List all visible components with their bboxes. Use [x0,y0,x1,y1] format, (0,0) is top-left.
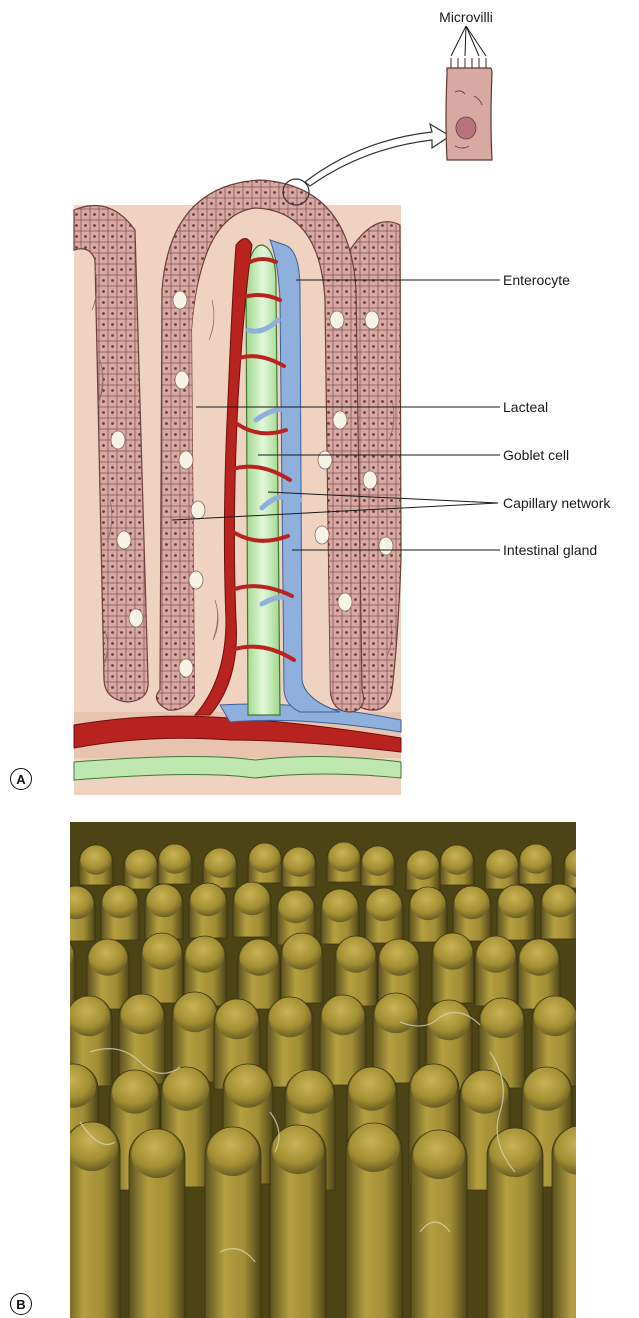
label-microvilli: Microvilli [439,9,493,25]
villus [205,1127,261,1318]
villus [70,1122,120,1318]
villus [541,884,576,939]
villus [281,933,323,1003]
villus [487,1128,543,1318]
villus [79,845,113,885]
villus [440,845,474,885]
lacteal [246,245,280,715]
villus [119,994,165,1084]
sem-micrograph [70,822,576,1318]
villus [129,1129,185,1318]
villus [409,887,447,942]
label-intestinal-gland: Intestinal gland [503,542,597,558]
villus [70,886,95,941]
sem-image [70,822,576,1318]
villus [406,850,440,890]
villus [248,843,282,883]
villus [321,889,359,944]
villus [233,882,271,937]
label-lacteal: Lacteal [503,399,548,415]
villus [361,846,395,886]
villus [365,888,403,943]
label-goblet-cell: Goblet cell [503,447,569,463]
panel-a-letter: A [10,768,32,790]
villus [485,849,519,889]
label-enterocyte: Enterocyte [503,272,570,288]
villus [158,844,192,884]
villus [270,1125,326,1318]
villus [432,933,474,1003]
villus [124,849,158,889]
panel-b-letter: B [10,1293,32,1315]
villus [145,884,183,939]
villus [519,844,553,884]
callout-arrow [305,124,450,186]
villus [497,885,535,940]
villus [475,936,517,1006]
villus [282,847,316,887]
villus-diagram: Microvilli Enterocyte Lacteal Goblet cel… [0,0,639,800]
villus [411,1130,467,1318]
villus [189,883,227,938]
enterocyte-detail [446,58,492,160]
villus [238,939,280,1009]
villus [141,933,183,1003]
villus [552,1126,576,1318]
villus [327,842,361,882]
label-capillary-network: Capillary network [503,495,611,511]
villus [101,885,139,940]
villus [203,848,237,888]
villus [453,886,491,941]
microvilli-leader [451,26,486,56]
villus [346,1123,402,1318]
villi-field [70,841,576,1318]
